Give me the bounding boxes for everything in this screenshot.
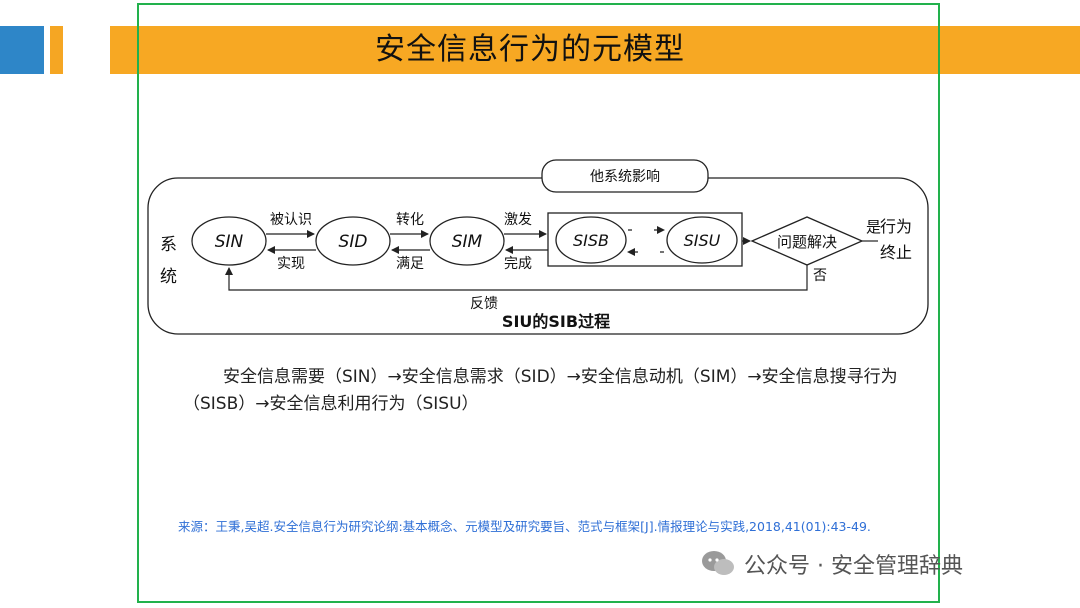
other-system-box xyxy=(541,159,709,193)
node-sisu xyxy=(666,216,738,264)
node-sim xyxy=(429,216,505,266)
behavior-group-box xyxy=(547,212,743,267)
end-label-line1: 行为 xyxy=(880,217,912,236)
accent-blue-block xyxy=(0,26,44,74)
end-label-line2: 终止 xyxy=(880,243,912,262)
edge-label-transform: 转化 xyxy=(396,212,424,228)
selection-frame xyxy=(137,3,940,603)
decision-label: 问题解决 xyxy=(777,233,837,251)
node-sid xyxy=(315,216,391,266)
node-sin xyxy=(191,216,267,266)
node-sim-label: SIM xyxy=(452,232,483,252)
node-sisb-label: SISB xyxy=(573,231,609,250)
edge-label-yes: 是 xyxy=(866,218,881,236)
node-sisb xyxy=(555,216,627,264)
node-sin-label: SIN xyxy=(215,232,244,252)
node-sid-label: SID xyxy=(339,232,368,252)
system-label-2: 统 xyxy=(160,267,177,287)
accent-orange-stripe xyxy=(50,26,63,74)
watermark-text: 公众号 · 安全管理辞典 xyxy=(744,554,963,579)
other-system-label: 他系统影响 xyxy=(590,169,660,185)
edge-label-no: 否 xyxy=(813,268,827,284)
edge-label-realized: 实现 xyxy=(277,256,305,272)
process-caption: SIU的SIB过程 xyxy=(502,312,610,331)
source-citation: 来源：王秉,吴超.安全信息行为研究论纲:基本概念、元模型及研究要旨、范式与框架[… xyxy=(178,519,871,534)
system-label-1: 系 xyxy=(160,235,177,255)
edge-label-satisfy: 满足 xyxy=(396,256,424,272)
chat-bubble-icon xyxy=(702,551,734,575)
slide-title: 安全信息行为的元模型 xyxy=(375,32,685,67)
edge-feedback-loop xyxy=(225,265,808,291)
node-sisu-label: SISU xyxy=(684,231,721,250)
edge-label-complete: 完成 xyxy=(504,256,532,272)
edge-label-feedback: 反馈 xyxy=(470,296,498,312)
edge-label-stimulate: 激发 xyxy=(504,211,532,228)
description-text: 安全信息需要（SIN）→安全信息需求（SID）→安全信息动机（SIM）→安全信息… xyxy=(183,367,898,414)
title-bar xyxy=(110,26,1080,74)
outer-system-box xyxy=(147,177,929,335)
edge-label-recognized: 被认识 xyxy=(270,212,312,228)
watermark: 公众号 · 安全管理辞典 xyxy=(700,546,963,582)
